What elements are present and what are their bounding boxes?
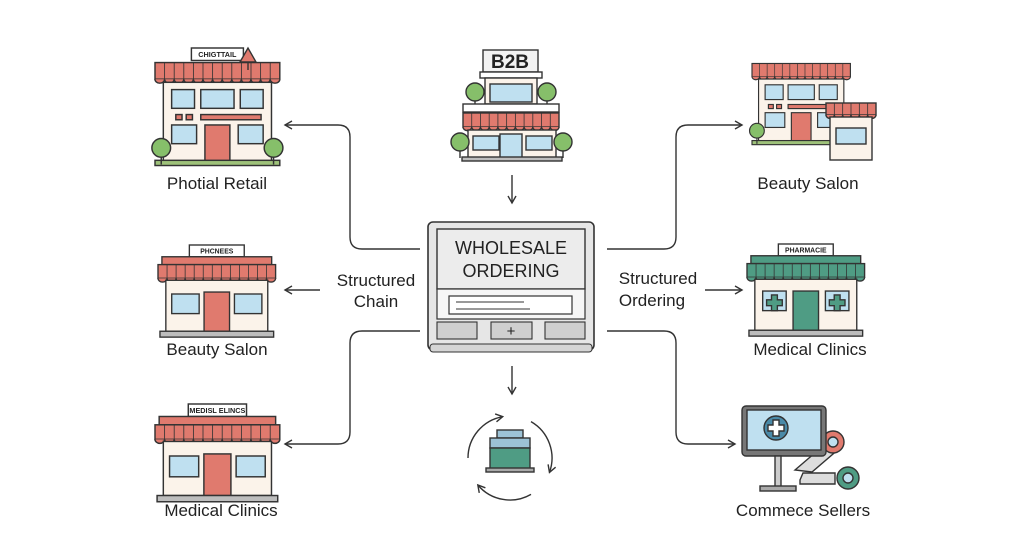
tree-icon [151,137,172,165]
store-sign: PHCNEES [200,248,234,255]
cycle-arrow [530,421,557,474]
arrow-to-bottom-right [607,330,737,449]
door [204,124,231,164]
wholesale-ordering-panel: WHOLESALE ORDERING + [427,221,595,353]
node-label-medical-clinics-right: Medical Clinics [753,340,866,359]
right-label-line1: Structured [619,269,697,288]
connectors [283,120,744,449]
left-label-line2: Chain [354,292,398,311]
awning [751,62,851,81]
awning [825,102,877,120]
node-label-medical-clinics-left: Medical Clinics [164,501,277,520]
awning [462,112,560,132]
arrow-to-top-left [283,120,420,250]
store-beauty-salon-left[interactable]: PHCNEES [157,244,277,338]
b2b-sign: B2B [491,52,529,73]
panel-button-left[interactable] [436,321,478,340]
center-title-line1: WHOLESALE [455,238,567,258]
door [792,290,820,331]
store-sign: CHIGTTAIL [198,50,237,59]
cycle-icon [467,413,557,501]
node-label-beauty-salon-left: Beauty Salon [166,340,267,359]
arrow-to-bottom-left [283,330,420,449]
add-button[interactable] [490,321,533,340]
cycle-arrow [467,413,505,459]
right-label-line2: Ordering [619,291,685,310]
awning [154,61,281,84]
awning [746,262,866,282]
node-label-beauty-salon-right: Beauty Salon [757,174,858,193]
center-title-line2: ORDERING [462,261,559,281]
awning [157,263,277,283]
order-input[interactable] [448,295,573,315]
add-button-label: + [507,323,516,340]
tree-icon [450,132,470,158]
store-sign: MEDISL ELINCS [189,406,245,415]
store-photial-retail[interactable]: CHIGTTAIL [151,47,284,167]
tree-icon [748,122,765,144]
tree-icon [263,137,284,165]
store-sign: PHARMACIE [785,247,827,254]
door [203,453,232,497]
node-label-photial-retail: Photial Retail [167,174,267,193]
awning [154,424,281,445]
monitor-network-icon [741,405,860,492]
tree-icon [553,132,573,158]
door [790,112,812,143]
cycle-arrow [476,483,532,501]
door [203,291,231,332]
b2b-building[interactable]: B2B [450,49,573,162]
store-pharmacy[interactable]: PHARMACIE [746,243,866,337]
arrow-to-top-right [607,120,744,250]
left-label-line1: Structured [337,271,415,290]
panel-button-right[interactable] [544,321,586,340]
node-label-commerce-sellers: Commece Sellers [736,501,870,520]
store-annex [825,102,877,161]
store-medical-clinics-left[interactable]: MEDISL ELINCS [154,403,281,503]
